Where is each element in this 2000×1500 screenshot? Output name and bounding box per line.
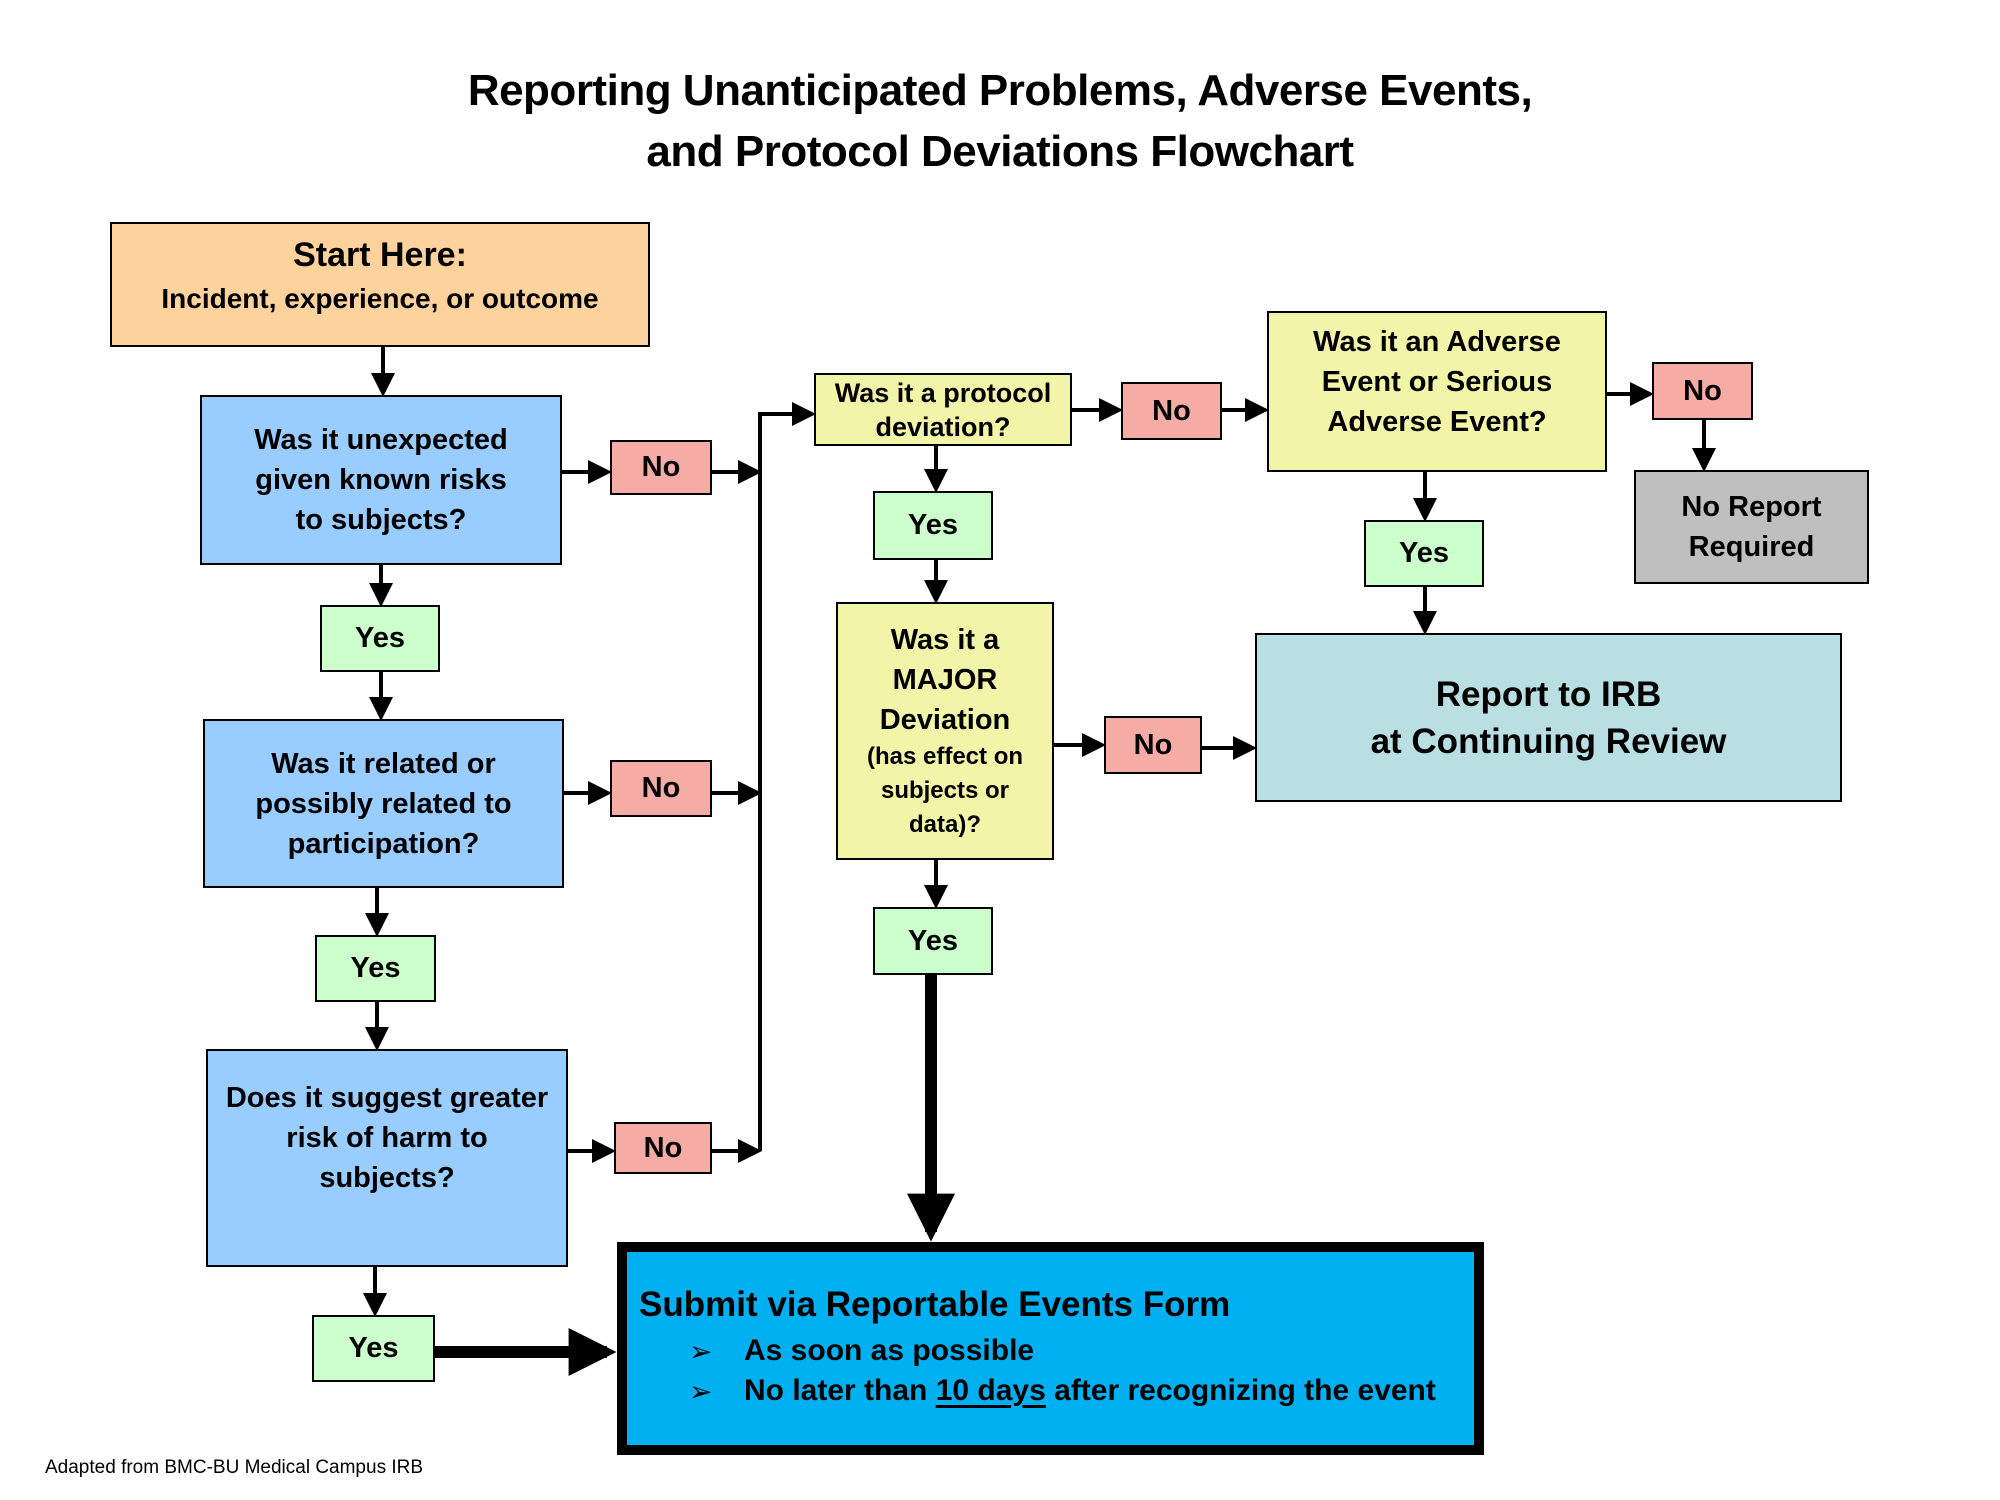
yes-label: Yes	[350, 952, 401, 984]
submit-heading: Submit via Reportable Events Form	[639, 1285, 1231, 1324]
question-line: Does it suggest greater	[225, 1082, 549, 1114]
question-line: to subjects?	[295, 504, 467, 536]
no-label: No	[1133, 728, 1173, 761]
question-line: subjects?	[319, 1162, 455, 1194]
no-label: No	[641, 772, 681, 804]
no-report-line: Required	[1688, 531, 1815, 563]
question-unexpected: Was it unexpected given known risks to s…	[200, 395, 562, 565]
question-line: Deviation	[879, 704, 1011, 736]
start-heading: Start Here:	[293, 236, 467, 274]
yes-label: Yes	[1399, 537, 1449, 569]
question-protocol-deviation: Was it a protocol deviation?	[814, 373, 1072, 446]
question-major-deviation: Was it a MAJOR Deviation (has effect on …	[836, 602, 1054, 860]
no-label: No	[1683, 374, 1722, 407]
yes-box-adverse-event: Yes	[1364, 520, 1484, 587]
question-line: Was it an Adverse	[1313, 325, 1561, 358]
question-line: given known risks	[255, 464, 507, 496]
yes-box-unexpected: Yes	[320, 605, 440, 672]
deadline-emphasis: 10 days	[935, 1374, 1046, 1407]
question-subline: data)?	[909, 811, 981, 838]
bullet-text: No later than 10 days after recognizing …	[744, 1374, 1436, 1408]
submit-bullet: ➢ No later than 10 days after recognizin…	[639, 1374, 1436, 1408]
no-label: No	[1152, 394, 1191, 427]
no-box-greater-risk: No	[614, 1122, 712, 1174]
arrowhead-bullet-icon: ➢	[689, 1335, 713, 1367]
submit-bullet: ➢ As soon as possible	[639, 1334, 1034, 1368]
question-line: Was it a	[890, 624, 1000, 656]
question-line: Event or Serious	[1321, 365, 1553, 398]
yes-label: Yes	[908, 924, 958, 957]
question-subline: (has effect on	[866, 743, 1024, 770]
bus-to-protocol-deviation	[758, 402, 816, 1151]
question-line: Was it a protocol	[834, 377, 1052, 408]
bullet-text-after: after recognizing the event	[1045, 1374, 1436, 1407]
no-label: No	[643, 1131, 683, 1164]
yes-label: Yes	[348, 1332, 399, 1364]
question-line: MAJOR	[892, 664, 998, 696]
no-label: No	[641, 451, 681, 483]
footer-attribution: Adapted from BMC-BU Medical Campus IRB	[45, 1457, 424, 1478]
yes-box-major-deviation: Yes	[873, 907, 993, 975]
question-greater-risk: Does it suggest greater risk of harm to …	[206, 1049, 568, 1267]
start-box: Start Here: Incident, experience, or out…	[110, 222, 650, 347]
question-line: Was it related or	[271, 747, 496, 780]
question-related: Was it related or possibly related to pa…	[203, 719, 564, 888]
question-line: Adverse Event?	[1327, 405, 1547, 438]
start-text: Incident, experience, or outcome	[161, 283, 599, 314]
no-box-adverse-event: No	[1652, 362, 1753, 420]
question-line: Was it unexpected	[254, 424, 508, 456]
title-line-1: Reporting Unanticipated Problems, Advers…	[467, 66, 1533, 115]
question-adverse-event: Was it an Adverse Event or Serious Adver…	[1267, 311, 1607, 472]
yes-box-protocol-deviation: Yes	[873, 491, 993, 560]
no-report-required-box: No Report Required	[1634, 470, 1869, 584]
question-line: deviation?	[875, 411, 1011, 442]
yes-box-related: Yes	[315, 935, 436, 1002]
no-box-related: No	[610, 760, 712, 817]
submit-reportable-events-box: Submit via Reportable Events Form ➢ As s…	[617, 1242, 1484, 1455]
question-line: possibly related to	[255, 787, 512, 820]
bullet-text: As soon as possible	[744, 1334, 1035, 1367]
no-box-major-deviation: No	[1104, 716, 1202, 774]
report-at-continuing-review-box: Report to IRB at Continuing Review	[1255, 633, 1842, 802]
review-line: at Continuing Review	[1370, 721, 1727, 761]
arrowhead-bullet-icon: ➢	[689, 1375, 713, 1407]
question-line: participation?	[287, 827, 480, 860]
question-subline: subjects or	[880, 777, 1010, 804]
bullet-text-before: No later than	[744, 1374, 936, 1407]
no-report-line: No Report	[1681, 491, 1822, 523]
yes-label: Yes	[355, 622, 405, 654]
review-line: Report to IRB	[1435, 674, 1662, 714]
no-box-unexpected: No	[610, 440, 712, 495]
question-line: risk of harm to	[286, 1122, 488, 1154]
yes-box-greater-risk: Yes	[312, 1315, 435, 1382]
no-box-protocol-deviation: No	[1121, 382, 1222, 440]
yes-label: Yes	[908, 509, 958, 541]
title-line-2: and Protocol Deviations Flowchart	[646, 127, 1354, 176]
